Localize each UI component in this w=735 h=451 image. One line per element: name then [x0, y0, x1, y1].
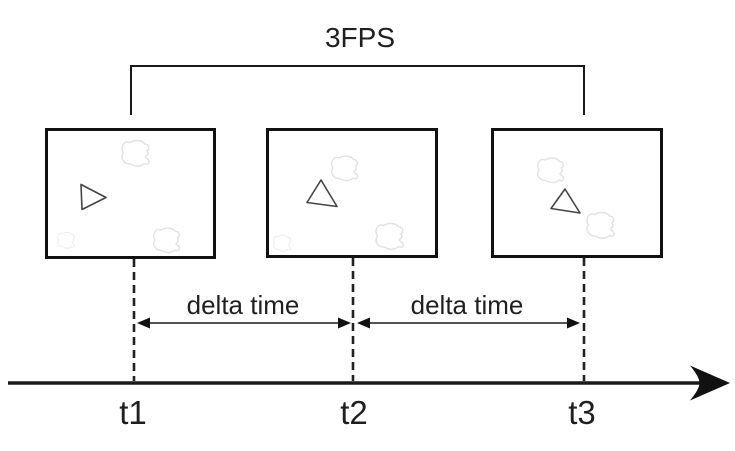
interval-1: delta time — [137, 290, 351, 329]
frame-3 — [491, 128, 663, 258]
timeline-arrowhead-icon — [690, 365, 730, 401]
frame-1-border — [45, 128, 216, 259]
timeline-axis — [8, 365, 730, 401]
arrow-right-icon — [338, 317, 351, 329]
delta-time-label-2: delta time — [411, 290, 524, 320]
frame-1 — [45, 128, 216, 259]
interval-2: delta time — [357, 290, 580, 329]
triangle-up-icon — [306, 179, 338, 208]
arrow-left-icon — [137, 317, 150, 329]
arrow-right-icon — [567, 317, 580, 329]
arrow-left-icon — [357, 317, 370, 329]
frame-2 — [266, 128, 438, 258]
frame-3-border — [491, 128, 663, 258]
triangle-up-icon — [550, 188, 581, 214]
triangle-right-icon — [80, 183, 107, 211]
tick-label-t2: t2 — [340, 394, 368, 431]
frame-2-border — [266, 128, 438, 258]
tick-label-t1: t1 — [119, 394, 147, 431]
delta-time-label-1: delta time — [187, 290, 300, 320]
fps-label: 3FPS — [325, 22, 395, 53]
tick-label-t3: t3 — [568, 394, 596, 431]
fps-bracket — [130, 65, 585, 115]
